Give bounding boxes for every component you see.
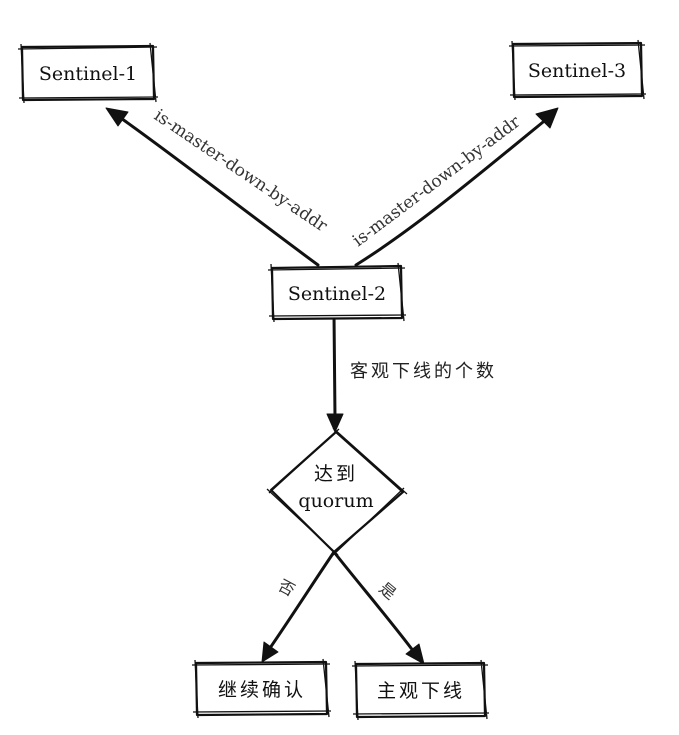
branch-label-no: 否 <box>275 576 298 600</box>
node-label: Sentinel-2 <box>288 283 386 305</box>
edge-sentinel2-to-decision <box>326 312 344 433</box>
arrow-head <box>326 413 344 433</box>
edge-sentinel2-to-sentinel3 <box>354 107 559 267</box>
edge-sentinel2-to-sentinel1 <box>105 107 320 267</box>
decision-label-line-2: quorum <box>298 490 373 512</box>
node-sentinel-1: Sentinel-1 <box>17 42 159 104</box>
edge-label-to-sentinel-1: is-master-down-by-addr <box>150 106 331 237</box>
node-label: Sentinel-1 <box>39 63 137 85</box>
edge-line <box>354 116 550 267</box>
node-box-sketch <box>351 659 490 721</box>
decision-label-line-1: 达到 <box>314 463 358 485</box>
edge-line <box>116 114 320 267</box>
node-sentinel-3: Sentinel-3 <box>508 39 647 101</box>
node-box-sketch <box>508 39 647 101</box>
node-label: Sentinel-3 <box>528 60 626 82</box>
edge-label-to-decision: 客观下线的个数 <box>350 361 497 382</box>
node-sentinel-2: Sentinel-2 <box>267 262 407 323</box>
branch-label-yes: 是 <box>375 579 399 604</box>
edge-line <box>268 550 336 650</box>
node-box-sketch <box>17 42 159 104</box>
arrow-head <box>261 641 279 663</box>
node-box-sketch <box>191 658 332 719</box>
arrow-head <box>105 107 129 127</box>
arrow-head <box>535 107 559 129</box>
arrow-head <box>405 643 425 665</box>
edge-line <box>332 312 337 420</box>
edge-label-to-sentinel-3: is-master-down-by-addr <box>349 112 525 251</box>
edge-decision-to-subjective-down <box>332 550 425 665</box>
edge-line <box>332 550 416 654</box>
node-continue-confirm: 继续确认 <box>191 658 332 719</box>
edge-decision-to-continue <box>261 550 336 663</box>
node-subjective-down: 主观下线 <box>351 659 490 721</box>
node-label: 继续确认 <box>218 679 306 701</box>
node-decision-quorum: 达到 quorum <box>266 427 408 557</box>
decision-diamond-sketch <box>266 427 408 557</box>
node-label: 主观下线 <box>377 680 465 702</box>
node-box-sketch <box>267 262 407 323</box>
